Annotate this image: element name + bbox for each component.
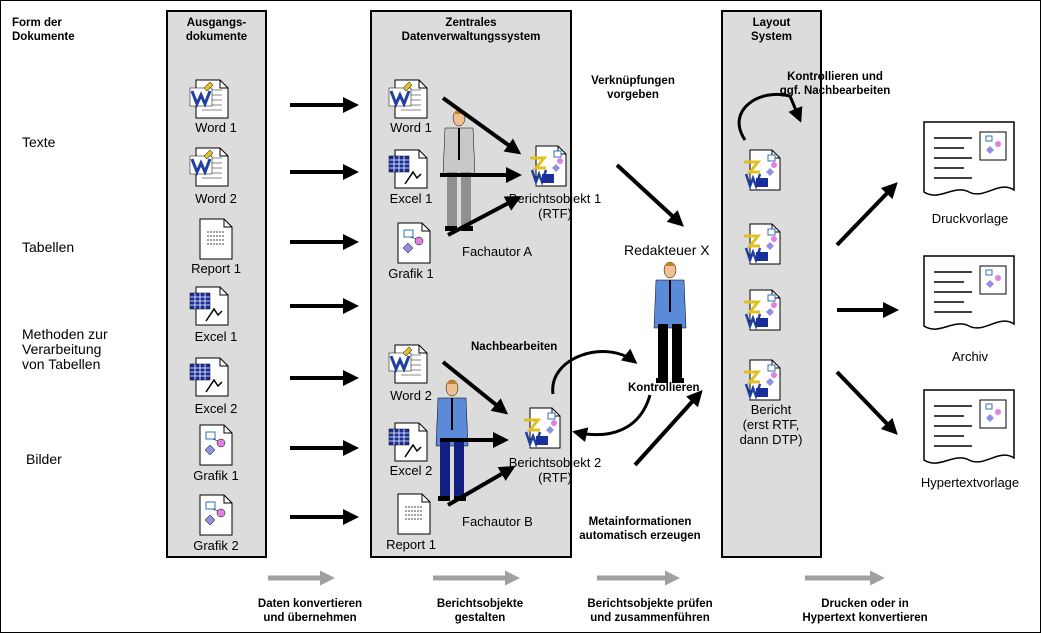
flow-arrow — [633, 390, 703, 467]
panel-layout-system — [721, 10, 822, 558]
excel-doc-icon — [388, 149, 428, 189]
layout-doc-icon — [744, 289, 781, 331]
output-label-druckvorlage: Druckvorlage — [931, 211, 1009, 226]
excel-doc-icon — [388, 422, 428, 462]
central-doc-label: Word 2 — [390, 388, 432, 403]
header-form-der-dokumente: Form der Dokumente — [12, 17, 75, 43]
druckvorlage-icon — [923, 121, 1015, 196]
flow-arrow — [447, 196, 522, 237]
grafik-doc-icon — [397, 222, 431, 264]
central-doc-label: Excel 1 — [389, 191, 433, 206]
header-zentrales-system: Zentrales Datenverwaltungssystem — [401, 17, 541, 43]
central-doc-label: Excel 2 — [389, 463, 433, 478]
row-label-bilder: Bilder — [26, 451, 62, 467]
layout-loop-arrow — [737, 92, 803, 141]
berichtsobjekt-1-label: Berichtsobjekt 1 (RTF) — [508, 191, 602, 221]
berichtsobjekt-2-label: Berichtsobjekt 2 (RTF) — [508, 455, 602, 485]
central-doc-label: Word 1 — [390, 120, 432, 135]
step-label: Berichtsobjekte prüfen und zusammenführe… — [587, 598, 713, 624]
flow-arrow — [446, 465, 516, 507]
fachautor-a-figure — [442, 109, 476, 231]
source-doc-label: Word 2 — [195, 191, 237, 206]
fachautor-b-figure — [435, 379, 469, 501]
step-label: Drucken oder in Hypertext konvertieren — [802, 598, 928, 624]
source-doc-label: Grafik 2 — [193, 538, 239, 553]
redakteur-label: Redakteuer X — [624, 242, 710, 258]
flow-arrow — [835, 370, 898, 435]
central-doc-label: Grafik 1 — [388, 266, 434, 281]
excel-doc-icon — [189, 286, 229, 326]
flow-arrow — [441, 360, 509, 415]
berichtsobjekt-1-icon — [530, 145, 567, 187]
word-doc-icon — [189, 147, 229, 187]
verknuepfungen-label: Verknüpfungen vorgeben — [591, 75, 675, 101]
header-layout-system: Layout System — [751, 17, 792, 43]
source-doc-label: Word 1 — [195, 120, 237, 135]
redakteur-figure — [653, 261, 687, 383]
kontrollieren-curve-arrow — [572, 394, 652, 442]
report-doc-icon — [397, 493, 431, 535]
berichtsobjekt-2-icon — [524, 407, 561, 449]
word-doc-icon — [388, 344, 428, 384]
word-doc-icon — [189, 79, 229, 119]
row-label-methoden: Methoden zur Verarbeitung von Tabellen — [22, 326, 108, 372]
metainfo-label: Metainformationen automatisch erzeugen — [579, 516, 701, 542]
step-label: Berichtsobjekte gestalten — [436, 598, 524, 624]
archiv-icon — [923, 255, 1015, 330]
hypertextvorlage-icon — [923, 389, 1015, 464]
kontrollieren-label: Kontrollieren — [628, 382, 700, 394]
word-doc-icon — [388, 79, 428, 119]
report-doc-icon — [199, 218, 233, 260]
source-doc-label: Grafik 1 — [193, 468, 239, 483]
flow-arrow — [835, 182, 898, 247]
fachautor-b-label: Fachautor B — [462, 514, 533, 529]
source-doc-label: Excel 2 — [194, 401, 238, 416]
layout-kontrollieren-label: Kontrollieren und ggf. Nachbearbeiten — [779, 71, 891, 97]
layout-doc-icon — [744, 359, 781, 401]
nachbearbeiten-curve-arrow — [551, 348, 638, 395]
source-doc-label: Report 1 — [191, 261, 241, 276]
output-label-hypertextvorlage: Hypertextvorlage — [920, 475, 1020, 490]
step-label: Daten konvertieren und übernehmen — [257, 598, 363, 624]
excel-doc-icon — [189, 357, 229, 397]
fachautor-a-label: Fachautor A — [462, 244, 533, 259]
grafik-doc-icon — [199, 424, 233, 466]
bericht-label: Bericht (erst RTF, dann DTP) — [739, 402, 803, 447]
layout-doc-icon — [744, 223, 781, 265]
header-ausgangsdokumente: Ausgangs- dokumente — [185, 17, 248, 43]
nachbearbeiten-label: Nachbearbeiten — [471, 341, 558, 353]
central-doc-label: Report 1 — [386, 537, 436, 552]
grafik-doc-icon — [199, 494, 233, 536]
flow-arrow — [615, 163, 684, 227]
row-label-texte: Texte — [22, 134, 56, 150]
output-label-archiv: Archiv — [951, 349, 989, 364]
source-doc-label: Excel 1 — [194, 329, 238, 344]
row-label-tabellen: Tabellen — [22, 239, 75, 255]
layout-doc-icon — [744, 149, 781, 191]
flow-arrow — [441, 96, 522, 155]
